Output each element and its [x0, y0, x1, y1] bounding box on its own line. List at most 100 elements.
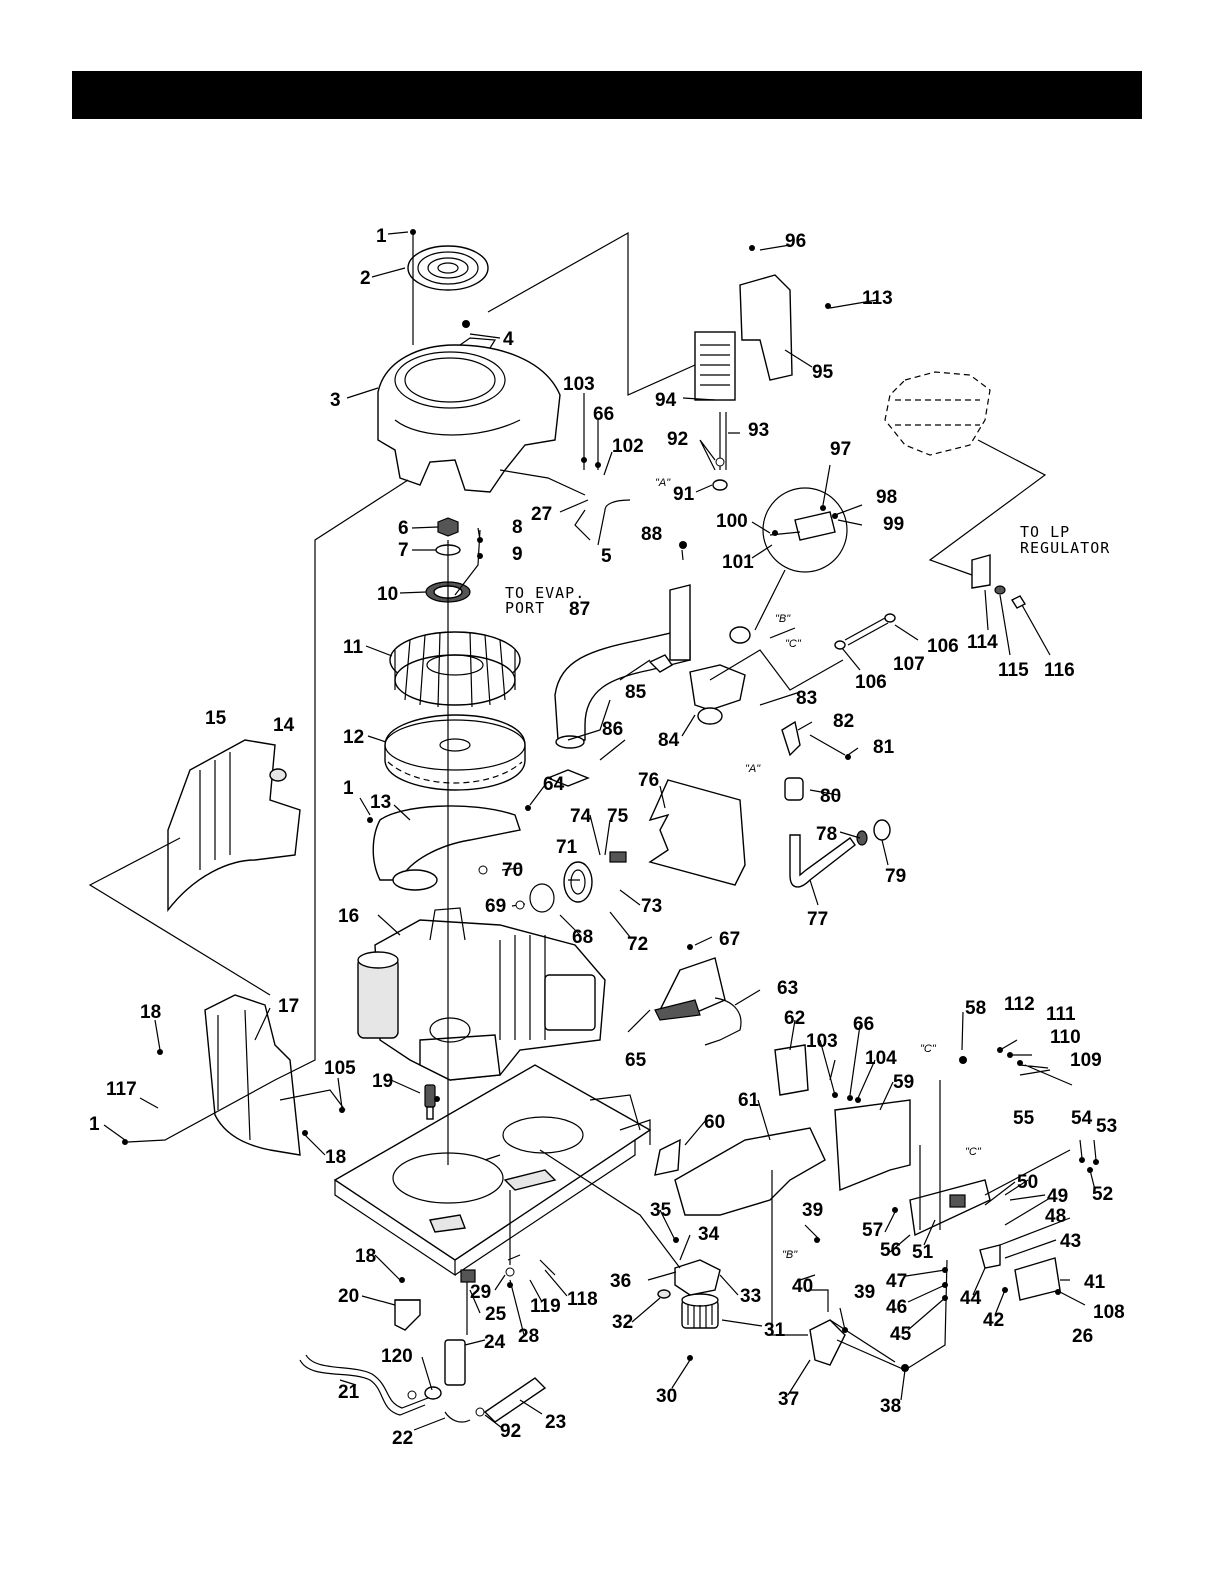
part-label-69: 69: [485, 896, 506, 917]
part-label-49: 49: [1047, 1186, 1068, 1207]
part-label-25: 25: [485, 1304, 507, 1325]
part-label-19: 19: [372, 1071, 393, 1092]
part-label-7: 7: [398, 540, 409, 561]
part-label-73: 73: [641, 896, 662, 917]
part-label-18: 18: [140, 1002, 161, 1023]
part-label-81: 81: [873, 737, 895, 758]
part-label-96: 96: [785, 231, 806, 252]
flywheel-part: [384, 714, 526, 791]
governor-lever-part: [809, 1319, 896, 1366]
part-label-1: 1: [376, 226, 387, 247]
part-label-43: 43: [1060, 1231, 1081, 1252]
spark-plug-part: [424, 1084, 436, 1120]
part-label-14: 14: [273, 715, 295, 736]
part-label-52: 52: [1092, 1184, 1113, 1205]
part-label-80: 80: [820, 786, 841, 807]
part-label-104: 104: [865, 1048, 897, 1069]
side-shroud-left-part: [167, 739, 301, 913]
part-label-33: 33: [740, 1286, 761, 1307]
control-brackets-part: [654, 1044, 911, 1216]
callout-tag-a: "A": [655, 477, 671, 489]
part-label-67: 67: [719, 929, 740, 950]
header-bar: [72, 71, 1142, 119]
part-label-72: 72: [627, 934, 648, 955]
part-label-3: 3: [330, 390, 341, 411]
part-label-39: 39: [802, 1200, 823, 1221]
part-label-28: 28: [518, 1326, 539, 1347]
part-label-117: 117: [106, 1079, 137, 1100]
part-label-106: 106: [855, 672, 887, 693]
part-label-79: 79: [885, 866, 906, 887]
part-label-92: 92: [667, 429, 688, 450]
part-label-59: 59: [893, 1072, 914, 1093]
part-label-9: 9: [512, 544, 523, 565]
part-label-66: 66: [853, 1014, 874, 1035]
part-label-10: 10: [377, 584, 398, 605]
part-label-87: 87: [569, 599, 590, 620]
control-panel-bracket-part: [909, 1179, 991, 1237]
cooling-fan-part: [389, 631, 521, 708]
lower-shroud-part: [204, 994, 301, 1156]
part-label-93: 93: [748, 420, 769, 441]
part-label-1: 1: [343, 778, 354, 799]
part-label-71: 71: [556, 837, 578, 858]
part-label-84: 84: [658, 730, 680, 751]
part-label-11: 11: [343, 637, 364, 658]
part-label-62: 62: [784, 1008, 805, 1029]
part-label-31: 31: [764, 1320, 786, 1341]
part-label-88: 88: [641, 524, 662, 545]
part-label-13: 13: [370, 792, 391, 813]
hose-elbow-part: [781, 720, 846, 757]
note-to-lp-regulator-1: TO LP: [1020, 523, 1070, 541]
part-label-63: 63: [777, 978, 798, 999]
part-label-46: 46: [886, 1297, 907, 1318]
baffle-76-part: [648, 779, 746, 886]
callout-tag-b: "B": [782, 1249, 798, 1261]
part-label-110: 110: [1050, 1027, 1081, 1048]
engine-base-plate-part: [333, 1064, 652, 1277]
part-label-103: 103: [563, 374, 595, 395]
part-label-100: 100: [716, 511, 748, 532]
part-label-58: 58: [965, 998, 986, 1019]
part-label-70: 70: [502, 860, 523, 881]
part-label-8: 8: [512, 517, 523, 538]
callout-tag-c: "C": [965, 1146, 982, 1158]
part-label-38: 38: [880, 1396, 901, 1417]
part-label-16: 16: [338, 906, 359, 927]
part-label-65: 65: [625, 1050, 647, 1071]
part-label-119: 119: [530, 1296, 561, 1317]
part-label-36: 36: [610, 1271, 631, 1292]
part-label-45: 45: [890, 1324, 912, 1345]
part-label-15: 15: [205, 708, 227, 729]
part-label-64: 64: [543, 774, 565, 795]
dashed-component-outline: [884, 371, 991, 456]
part-label-112: 112: [1004, 994, 1035, 1015]
part-label-48: 48: [1045, 1206, 1066, 1227]
part-label-44: 44: [960, 1288, 982, 1309]
part-label-115: 115: [998, 660, 1029, 681]
breather-hose-part: [784, 777, 891, 888]
detail-circle-b: [729, 487, 848, 644]
part-label-106: 106: [927, 636, 959, 657]
part-label-92: 92: [500, 1421, 521, 1442]
ignition-coil-part: [654, 957, 742, 1046]
part-label-86: 86: [602, 719, 623, 740]
part-label-6: 6: [398, 518, 409, 539]
part-label-22: 22: [392, 1428, 413, 1449]
part-label-2: 2: [360, 268, 371, 289]
part-label-66: 66: [593, 404, 614, 425]
oil-drain-assembly-part: [299, 1269, 547, 1423]
part-label-114: 114: [967, 632, 998, 653]
part-label-108: 108: [1093, 1302, 1125, 1323]
part-label-76: 76: [638, 770, 659, 791]
part-label-34: 34: [698, 1224, 720, 1245]
note-to-lp-regulator-2: REGULATOR: [1020, 539, 1110, 557]
part-label-42: 42: [983, 1310, 1004, 1331]
part-label-83: 83: [796, 688, 817, 709]
part-label-61: 61: [738, 1090, 760, 1111]
part-label-29: 29: [470, 1282, 491, 1303]
part-label-26: 26: [1072, 1326, 1093, 1347]
part-label-99: 99: [883, 514, 904, 535]
part-label-82: 82: [833, 711, 854, 732]
